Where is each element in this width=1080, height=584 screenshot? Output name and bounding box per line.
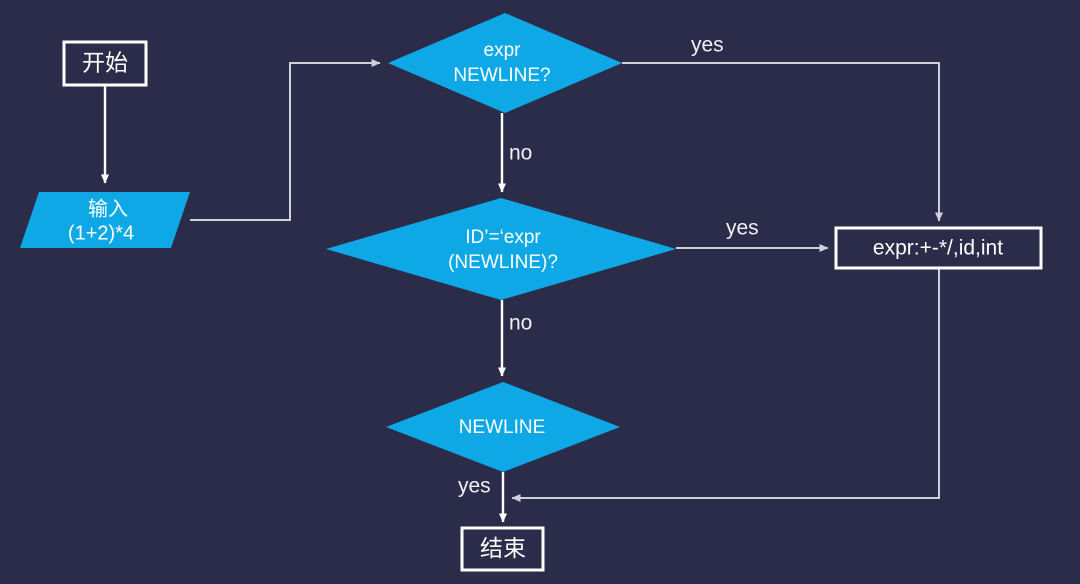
node-decision1-label-line2: NEWLINE? — [453, 65, 550, 86]
edge-label-decision3-yes: yes — [458, 475, 491, 498]
node-input-label-line1: 输入 — [88, 197, 128, 220]
edge-label-decision1-no: no — [509, 142, 532, 165]
node-input-parallelogram[interactable] — [20, 192, 190, 248]
node-decision2-label-line1: ID’=‘expr — [465, 227, 541, 248]
edge-input-to-decision1 — [190, 59, 381, 221]
node-decision3-label: NEWLINE — [459, 417, 546, 438]
edge-decision1-yes-to-process — [622, 62, 943, 222]
node-input-label-line2: (1+2)*4 — [68, 222, 134, 244]
node-end-label: 结束 — [480, 535, 526, 561]
node-decision3-diamond[interactable] — [386, 382, 620, 472]
edge-label-decision2-no: no — [509, 312, 532, 335]
node-decision1-label-line1: expr — [484, 40, 522, 61]
edge-process-loopback-to-end — [511, 268, 940, 502]
edge-label-decision2-yes: yes — [726, 217, 759, 240]
node-end-box[interactable] — [460, 526, 545, 572]
node-decision2-label-line2: (NEWLINE)? — [448, 252, 558, 273]
node-decision2-diamond[interactable] — [326, 198, 676, 300]
node-decision1-diamond[interactable] — [388, 13, 622, 113]
node-process-box[interactable] — [834, 226, 1043, 270]
edge-label-decision1-yes: yes — [691, 34, 724, 57]
node-process-label: expr:+-*/,id,int — [873, 237, 1003, 260]
node-start-box[interactable] — [62, 40, 148, 87]
node-start-label: 开始 — [82, 50, 128, 76]
